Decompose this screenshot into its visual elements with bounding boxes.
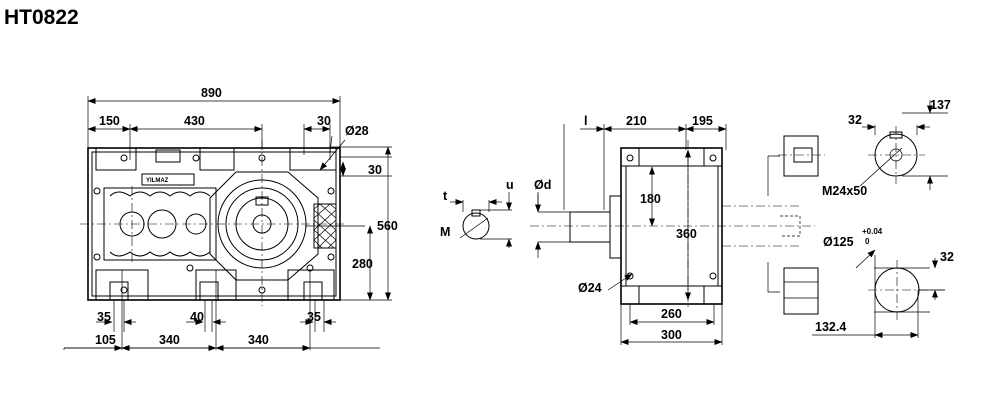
thread-m24x50: M24x50: [822, 184, 867, 198]
dim-32-right: 32: [940, 250, 954, 264]
dim-195: 195: [692, 114, 713, 128]
bore-tol-upper: +0.04: [862, 227, 883, 236]
dim-base-340-a: 340: [159, 333, 180, 347]
dim-430: 430: [184, 114, 205, 128]
dim-40: 40: [190, 310, 204, 324]
label-d: Ød: [534, 178, 551, 192]
dim-132-4: 132.4: [815, 320, 846, 334]
dim-260: 260: [661, 307, 682, 321]
side-view: l 210 195 180 360 Ø24 260 300: [530, 114, 815, 345]
dim-32-top: 32: [848, 113, 862, 127]
input-shaft-detail: t u M Ød: [440, 178, 570, 258]
dim-28-hole: Ø28: [345, 124, 369, 138]
dim-300: 300: [661, 328, 682, 342]
label-u: u: [506, 178, 514, 192]
dim-height-560: 560: [377, 219, 398, 233]
front-view: YILMAZ 890 150 430 30 Ø28 30 560 280 35 …: [63, 86, 398, 351]
dim-210: 210: [626, 114, 647, 128]
dim-24-hole: Ø24: [578, 281, 602, 295]
dim-30-right: 30: [368, 163, 382, 177]
label-t: t: [443, 189, 448, 203]
dim-137: 137: [930, 98, 951, 112]
brand-plate-text: YILMAZ: [146, 178, 169, 184]
dim-150: 150: [99, 114, 120, 128]
dim-35-left: 35: [97, 310, 111, 324]
dim-total-length: 890: [201, 86, 222, 100]
output-shaft-details: 32 137 M24x50 Ø125 +0.04 0 32 132.4: [767, 98, 954, 338]
dim-35-right: 35: [307, 310, 321, 324]
drawing-title: HT0822: [4, 6, 79, 29]
label-M: M: [440, 225, 450, 239]
dim-base-105: 105: [95, 333, 116, 347]
dim-height-280: 280: [352, 257, 373, 271]
dim-360: 360: [676, 227, 697, 241]
dim-base-340-b: 340: [248, 333, 269, 347]
label-l: l: [584, 114, 587, 128]
bore-tol-lower: 0: [865, 237, 870, 246]
bore-125: Ø125: [823, 235, 854, 249]
dim-30-top: 30: [317, 114, 331, 128]
dim-180: 180: [640, 192, 661, 206]
